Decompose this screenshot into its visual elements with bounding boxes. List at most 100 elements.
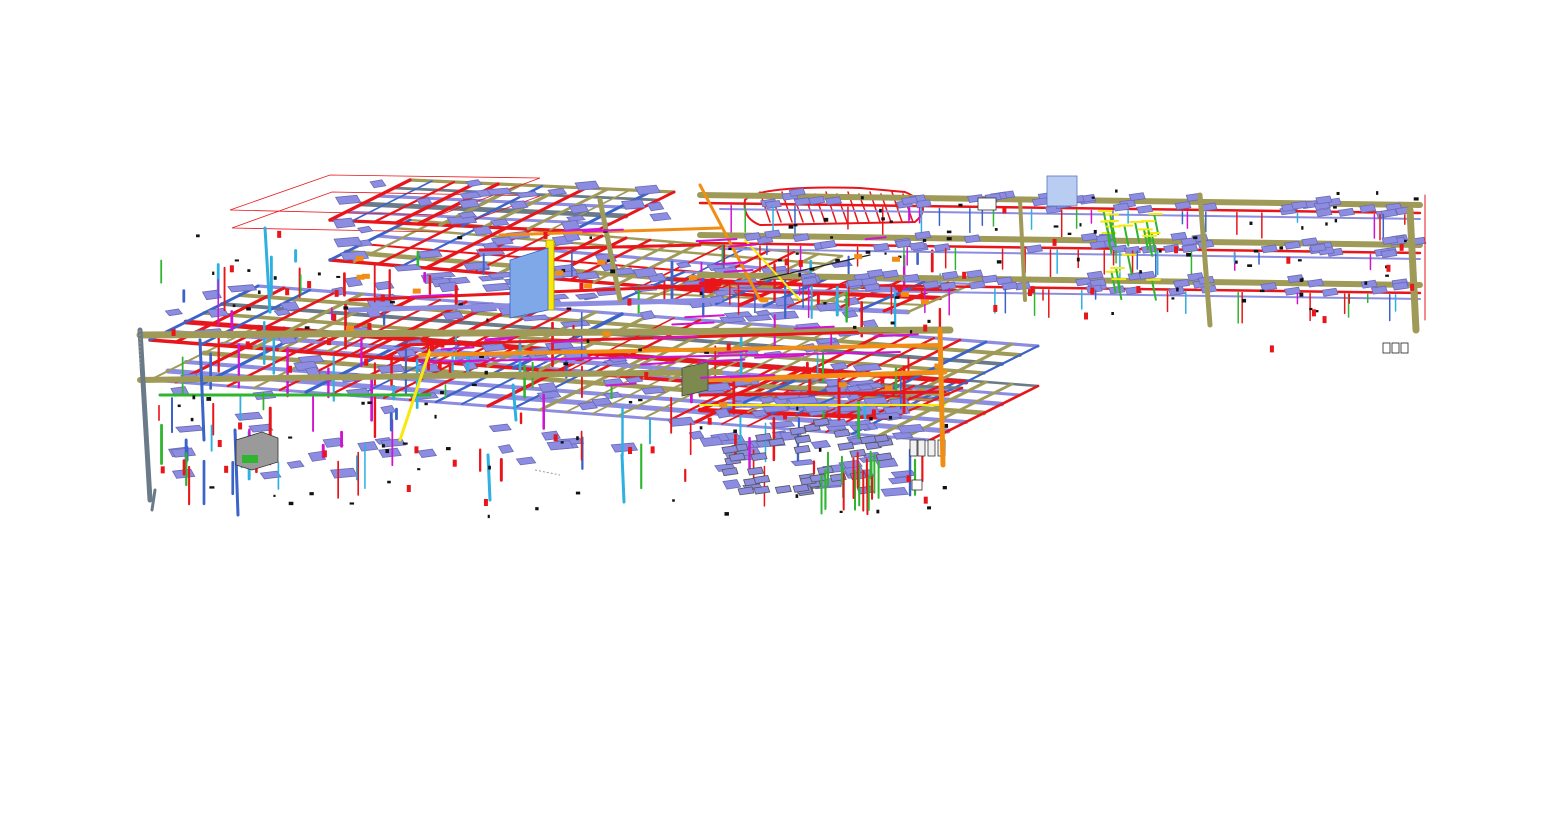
fixture-marker [638,348,642,352]
supply-diffuser [332,217,356,229]
sprinkler-valve [906,475,911,483]
electrical-tray [410,293,453,298]
fixture-marker [638,398,643,402]
fixture-marker [1301,226,1304,230]
fixture-marker [434,414,437,419]
lower-diffuser [721,445,739,455]
sprinkler-valve [1269,345,1274,353]
fixture-marker [1193,236,1198,240]
fixture-marker [606,259,610,263]
lower-diffuser [794,434,812,444]
supply-diffuser [426,271,456,279]
hot-water-fitting [719,402,728,408]
fixture-marker [946,230,952,234]
chilled-water-riser [620,453,626,504]
mid-level-2-branch [787,278,853,308]
supply-diffuser [547,187,568,196]
drainage-branch [1123,224,1130,247]
fixture-marker [869,417,873,421]
roof-sprinkler-loop [229,174,541,216]
sprinkler-valve [1084,312,1089,320]
air-handling-unit [1046,175,1078,207]
east-diffuser [909,241,927,251]
sprinkler-valve [993,304,998,312]
supply-diffuser [417,448,438,458]
lower-diffuser [721,467,739,477]
east-diffuser [1086,270,1104,280]
supply-diffuser [459,191,482,200]
sprinkler-valve [332,313,337,321]
fixture-marker [246,307,251,311]
supply-diffuser [273,308,292,316]
fixture-marker [927,506,932,510]
central-level-4-branch [526,187,610,231]
hot-water-fitting [892,256,900,262]
electrical-tray [699,374,751,379]
electrical-tray [864,236,887,241]
fixture-marker [876,509,880,514]
east-pump-unit [1400,342,1409,354]
electrical-trunk [419,351,901,363]
fixture-marker [793,224,798,227]
supply-diffuser [520,314,551,322]
supply-diffuser [378,447,402,458]
drain-tank [242,455,258,463]
fixture-marker [996,260,1002,264]
supply-diffuser [330,467,358,479]
fixture-marker [190,417,194,422]
supply-diffuser [568,204,590,214]
lower-diffuser [812,417,830,427]
supply-diffuser [227,284,258,293]
domestic-water-riser [198,338,206,442]
electrical-tray [697,358,746,363]
supply-diffuser [356,225,374,234]
fixture-marker [830,236,834,239]
sprinkler-valve [452,459,457,467]
lower-diffuser [875,452,893,462]
east-diffuser [1108,285,1126,295]
electrical-tray [695,238,738,243]
fixture-marker [273,494,276,497]
supply-diffuser [640,386,666,395]
drainage-branch [1145,220,1152,243]
lower-diffuser [750,452,768,462]
fixture-marker [1259,289,1265,293]
fixture-marker [1158,249,1162,253]
mid-level-2-branch [738,275,806,307]
electrical-tray [440,346,475,351]
east-diffuser [881,269,900,279]
fixture-marker [818,447,822,452]
fixture-marker [823,217,829,222]
supply-diffuser [890,470,917,478]
exhaust-duct-trunk [137,327,153,503]
shaft-equipment-block [509,247,549,319]
fixture-marker [446,447,451,451]
fixture-marker [890,321,895,325]
supply-diffuser [649,212,672,222]
electrical-tray [717,350,749,355]
sprinkler-valve [1322,316,1327,324]
fixture-marker [336,275,341,278]
supply-diffuser [280,301,300,312]
mep-model-detail-elements [139,189,1419,519]
lower-diffuser [753,485,771,495]
supply-diffuser [488,423,512,433]
fire-sprinkler-trunk [698,390,947,397]
east-diffuser [933,243,951,253]
fixture-marker [894,296,900,299]
hot-water-fitting [934,363,943,369]
sprinkler-valve [229,265,234,273]
fixture-marker [192,395,196,400]
supply-diffuser [369,179,387,189]
supply-diffuser [304,366,321,377]
supply-diffuser [234,411,264,421]
east-diffuser [1089,240,1107,250]
east-diffuser [1283,240,1301,250]
supply-diffuser [574,180,601,191]
fixture-marker [852,325,857,329]
west-level-1-branch [512,352,624,410]
hot-water-fitting [760,297,769,303]
supply-diffuser [887,476,911,485]
